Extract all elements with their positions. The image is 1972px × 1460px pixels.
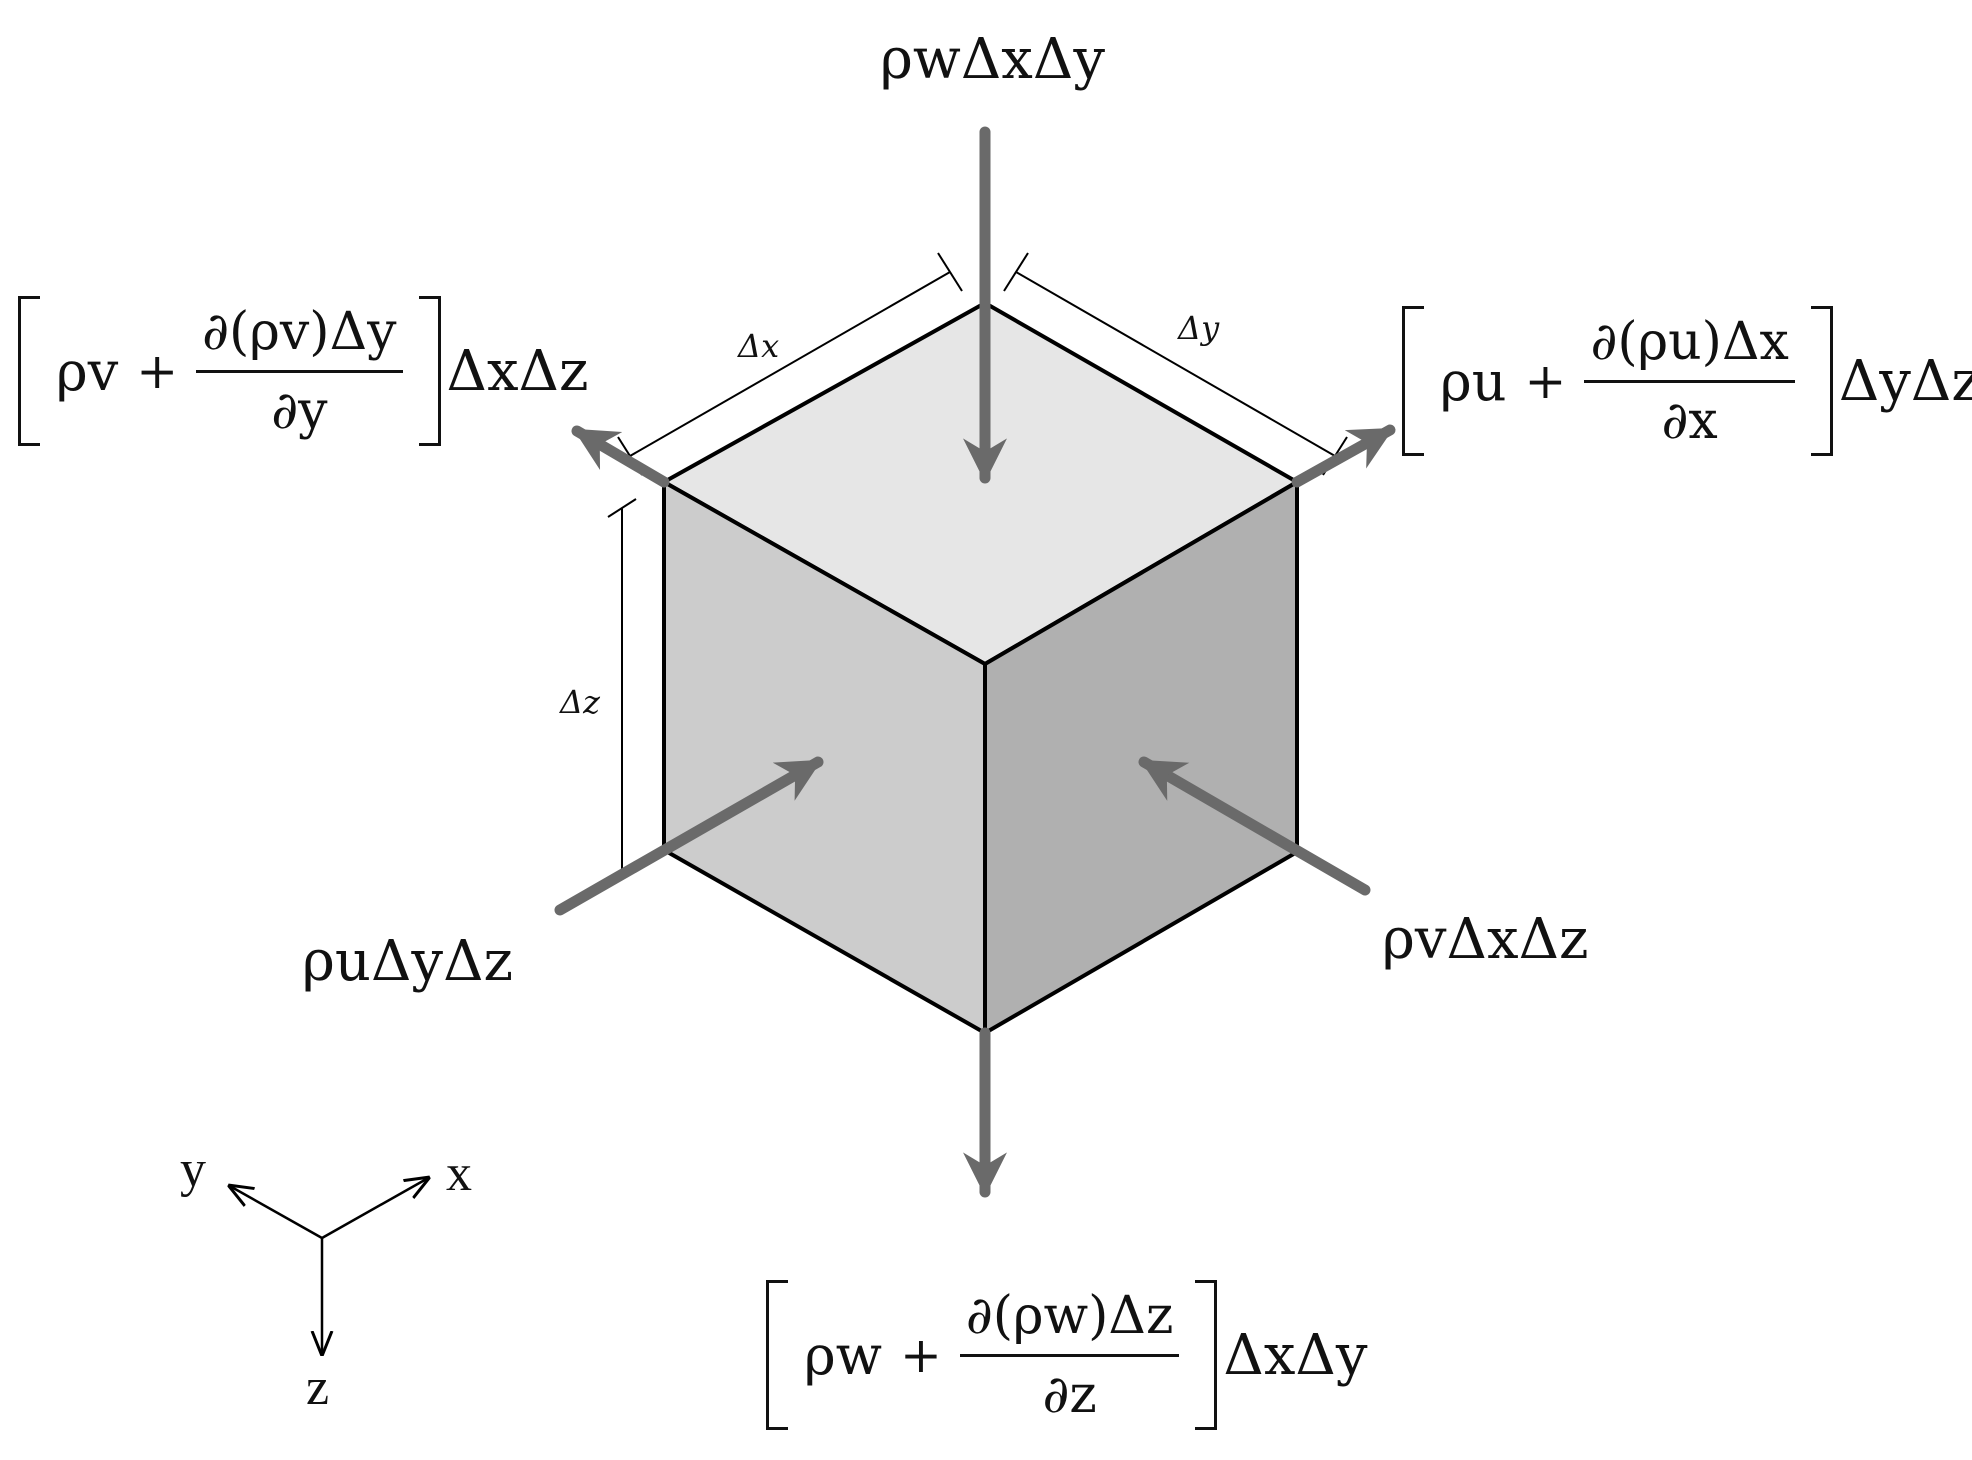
- x-axis-line: [321, 1177, 430, 1240]
- expr-fraction: ∂(ρv)Δy ∂y: [196, 301, 403, 441]
- expr-out-flux-x: ρu + ∂(ρu)Δx ∂x ΔyΔz: [1402, 306, 1972, 456]
- label-left-in-flux: ρuΔyΔz: [302, 929, 514, 994]
- flux-in-left-arrow: [554, 756, 824, 916]
- expr-numerator: ∂(ρw)Δz: [965, 1285, 1174, 1346]
- expr-term: ρw: [804, 1323, 882, 1387]
- flux-out-x-arrow: [1291, 424, 1396, 488]
- fraction-bar: [959, 1353, 1180, 1357]
- expr-numerator: ∂(ρv)Δy: [202, 301, 397, 362]
- axis-label-y: y: [180, 1141, 206, 1198]
- expr-denominator: ∂x: [1661, 390, 1718, 451]
- expr-term: ρv: [56, 339, 119, 403]
- fraction-bar: [196, 369, 403, 373]
- label-right-in-flux: ρvΔxΔz: [1382, 907, 1589, 972]
- dimension-z: [607, 498, 637, 884]
- expr-plus: +: [1524, 352, 1567, 410]
- right-bracket: [1810, 306, 1833, 456]
- expr-plus: +: [899, 1326, 942, 1384]
- axis-label-z: z: [306, 1359, 330, 1416]
- expr-suffix: ΔxΔz: [446, 338, 589, 404]
- expr-fraction: ∂(ρw)Δz ∂z: [959, 1285, 1180, 1425]
- expr-fraction: ∂(ρu)Δx ∂x: [1584, 311, 1795, 451]
- right-bracket: [1195, 1280, 1218, 1430]
- label-dim-z: Δz: [560, 683, 600, 721]
- expr-numerator: ∂(ρu)Δx: [1590, 311, 1789, 372]
- expr-term: ρu: [1440, 349, 1507, 413]
- axis-label-x: x: [446, 1145, 472, 1202]
- expr-out-flux-y: ρv + ∂(ρv)Δy ∂y ΔxΔz: [18, 296, 588, 446]
- label-top-flux: ρwΔxΔy: [880, 27, 1105, 92]
- expr-suffix: ΔxΔy: [1223, 1322, 1368, 1388]
- left-bracket: [1402, 306, 1424, 456]
- axes-triad: [228, 1177, 430, 1356]
- expr-out-flux-z: ρw + ∂(ρw)Δz ∂z ΔxΔy: [766, 1280, 1367, 1430]
- expr-denominator: ∂z: [1042, 1364, 1097, 1425]
- label-dim-x: Δx: [738, 327, 780, 365]
- label-dim-y: Δy: [1178, 309, 1220, 347]
- fraction-bar: [1584, 379, 1795, 383]
- expr-denominator: ∂y: [271, 380, 328, 441]
- left-bracket: [18, 296, 40, 446]
- expr-suffix: ΔyΔz: [1838, 348, 1972, 414]
- flux-in-right-arrow: [1138, 756, 1371, 896]
- expr-plus: +: [136, 342, 179, 400]
- right-bracket: [418, 296, 441, 446]
- flux-out-y-arrow: [571, 425, 670, 488]
- left-bracket: [766, 1280, 788, 1430]
- y-axis-line: [228, 1185, 323, 1240]
